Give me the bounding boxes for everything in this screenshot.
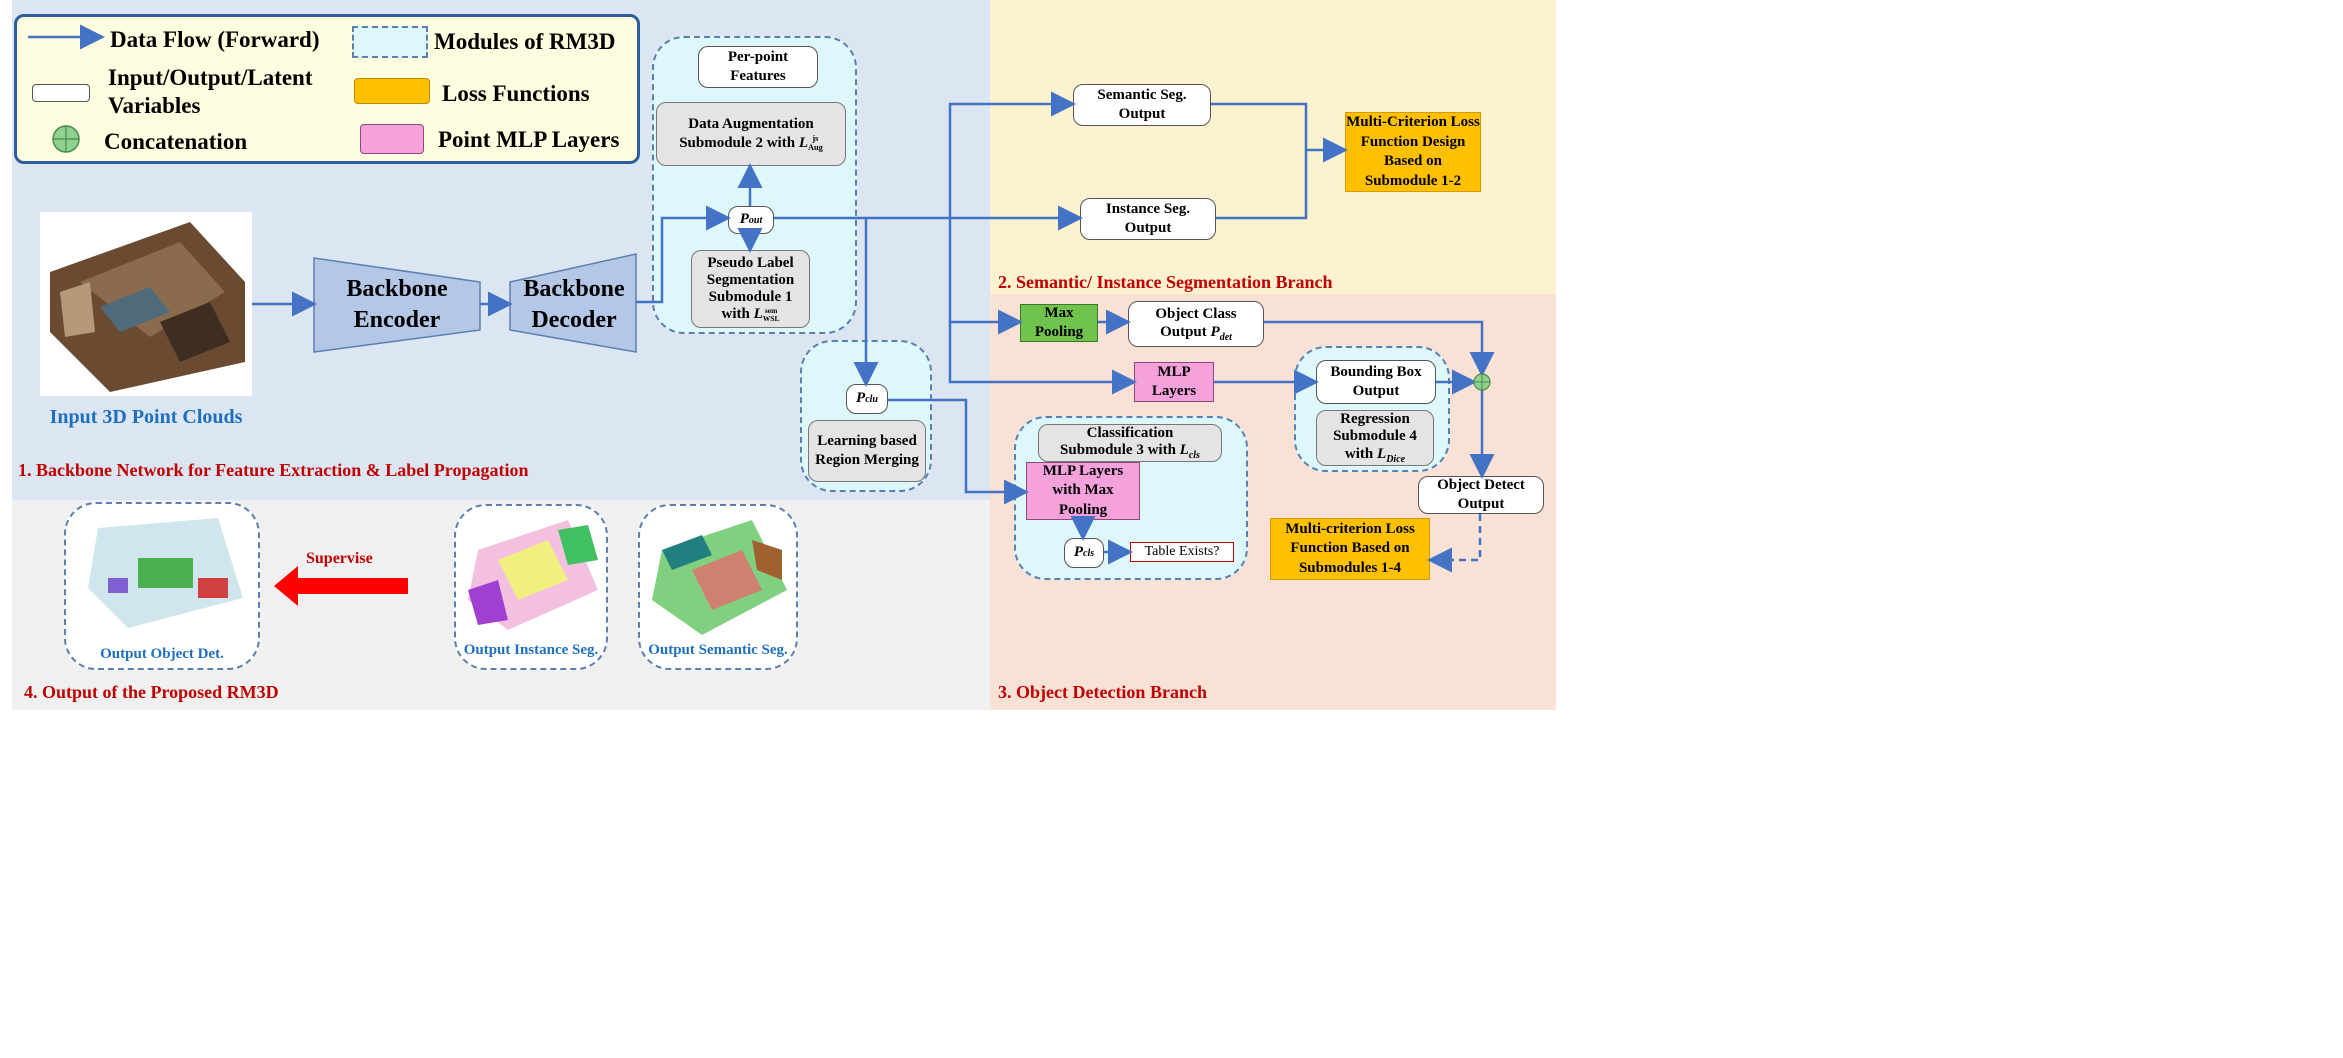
p-cls-sub: cls xyxy=(1083,547,1095,559)
arrow-decoder-pout xyxy=(636,205,731,304)
legend-io: Input/Output/Latent Variables xyxy=(108,65,313,118)
supervise-label: Supervise xyxy=(306,550,373,567)
reg-line3: with LDice xyxy=(1345,446,1405,466)
reg-sub: Dice xyxy=(1386,453,1406,465)
arrow-to-maxpool xyxy=(948,218,1023,335)
cls-line2-wrap: Submodule 3 with Lcls xyxy=(1060,442,1200,462)
obj-class-sub: det xyxy=(1219,331,1232,343)
table-exists: Table Exists? xyxy=(1130,542,1234,562)
output-object-det-caption: Output Object Det. xyxy=(100,646,224,662)
mlp-layers: MLP Layers xyxy=(1134,362,1214,402)
reg-with: with xyxy=(1344,445,1374,462)
seg-loss-function: Multi-Criterion Loss Function Design Bas… xyxy=(1345,112,1481,192)
legend-concat-icon xyxy=(52,125,80,153)
input-caption: Input 3D Point Clouds xyxy=(49,406,243,428)
arrow-semantic-loss xyxy=(1211,102,1348,163)
output-semantic-seg-caption: Output Semantic Seg. xyxy=(648,642,788,658)
pseudo-sym: L xyxy=(753,306,763,323)
pseudo-line1: Pseudo Label xyxy=(707,254,794,271)
supervise-arrow xyxy=(274,566,408,606)
arrow-class-concat xyxy=(1264,320,1495,377)
output-instance-seg-caption: Output Instance Seg. xyxy=(463,642,599,658)
semantic-seg-output: Semantic Seg. Output xyxy=(1073,84,1211,126)
per-point-features: Per-point Features xyxy=(698,46,818,88)
p-clu-sub: clu xyxy=(865,393,878,405)
legend-io-swatch xyxy=(32,84,90,102)
max-pooling: Max Pooling xyxy=(1020,304,1098,342)
obj-class-line2: Output Pdet xyxy=(1160,323,1232,344)
reg-sym: L xyxy=(1377,445,1387,462)
reg-line1: Regression xyxy=(1340,411,1410,427)
obj-class-sym: P xyxy=(1210,323,1220,340)
arrow-to-semantic xyxy=(948,91,1076,218)
output-object-det-frame xyxy=(64,502,260,670)
legend-mlp-swatch xyxy=(360,124,424,154)
det-loss-function: Multi-criterion Loss Function Based on S… xyxy=(1270,518,1430,580)
aug-line2: Submodule 2 with xyxy=(679,135,796,151)
bounding-box-output: Bounding Box Output xyxy=(1316,360,1436,404)
output-instance-seg-frame xyxy=(454,504,608,670)
legend-panel xyxy=(14,14,640,164)
arrow-pclu-mlpmax xyxy=(888,398,1029,505)
reg-line2: Submodule 4 xyxy=(1333,428,1417,445)
concat-node xyxy=(1473,373,1491,391)
aug-sym: L xyxy=(798,135,808,151)
instance-seg-output: Instance Seg. Output xyxy=(1080,198,1216,240)
cls-line2: Submodule 3 with xyxy=(1060,441,1176,458)
p-out-sym: P xyxy=(739,211,749,228)
p-cls-sym: P xyxy=(1073,544,1084,561)
legend-module-swatch xyxy=(352,26,428,58)
obj-class-out: Output xyxy=(1160,323,1207,340)
backbone-encoder: Backbone Encoder xyxy=(346,275,448,333)
aug-line1: Data Augmentation xyxy=(688,115,814,132)
section-4-label: 4. Output of the Proposed RM3D xyxy=(24,682,279,702)
backbone-decoder: Backbone Decoder xyxy=(523,275,625,333)
legend-loss: Loss Functions xyxy=(442,81,590,106)
cls-sub: cls xyxy=(1188,449,1200,461)
pseudo-line2: Segmentation xyxy=(706,271,795,288)
pseudo-sub: WSL xyxy=(762,313,780,323)
pseudo-label-submodule: Pseudo Label Segmentation Submodule 1 wi… xyxy=(691,250,810,328)
p-clu-sym: P xyxy=(856,390,866,407)
aug-sup: js xyxy=(812,134,819,144)
cls-sym: L xyxy=(1179,441,1189,458)
regression-submodule: Regression Submodule 4 with LDice xyxy=(1316,410,1434,466)
legend-mlp: Point MLP Layers xyxy=(438,127,620,152)
classification-submodule: Classification Submodule 3 with Lcls xyxy=(1038,424,1222,462)
region-merging-box: Learning based Region Merging xyxy=(808,420,926,482)
arrow-instance-loss xyxy=(1216,150,1308,220)
section-2-label: 2. Semantic/ Instance Segmentation Branc… xyxy=(998,272,1333,292)
legend-modules: Modules of RM3D xyxy=(434,29,616,54)
legend-data-flow: Data Flow (Forward) xyxy=(110,27,320,52)
section-3-label: 3. Object Detection Branch xyxy=(998,682,1207,702)
arrow-to-mlp xyxy=(948,322,1137,395)
legend-concat: Concatenation xyxy=(104,129,248,154)
pseudo-sup: sem xyxy=(764,306,778,316)
output-semantic-seg-frame xyxy=(638,504,798,670)
obj-class-line: Object Class xyxy=(1155,305,1237,322)
legend-loss-swatch xyxy=(354,78,430,104)
input-point-cloud-image xyxy=(40,212,252,396)
object-detect-output: Object Detect Output xyxy=(1418,476,1544,514)
aug-sub: Aug xyxy=(807,142,823,152)
cls-line1: Classification xyxy=(1086,424,1174,441)
section-1-label: 1. Backbone Network for Feature Extracti… xyxy=(18,460,529,480)
pseudo-line3: Submodule 1 xyxy=(708,289,793,305)
object-class-output: Object Class Output Pdet xyxy=(1128,301,1264,347)
pseudo-with: with xyxy=(721,306,750,323)
p-out-sub: out xyxy=(748,214,763,226)
arrow-detect-loss xyxy=(1427,514,1482,573)
